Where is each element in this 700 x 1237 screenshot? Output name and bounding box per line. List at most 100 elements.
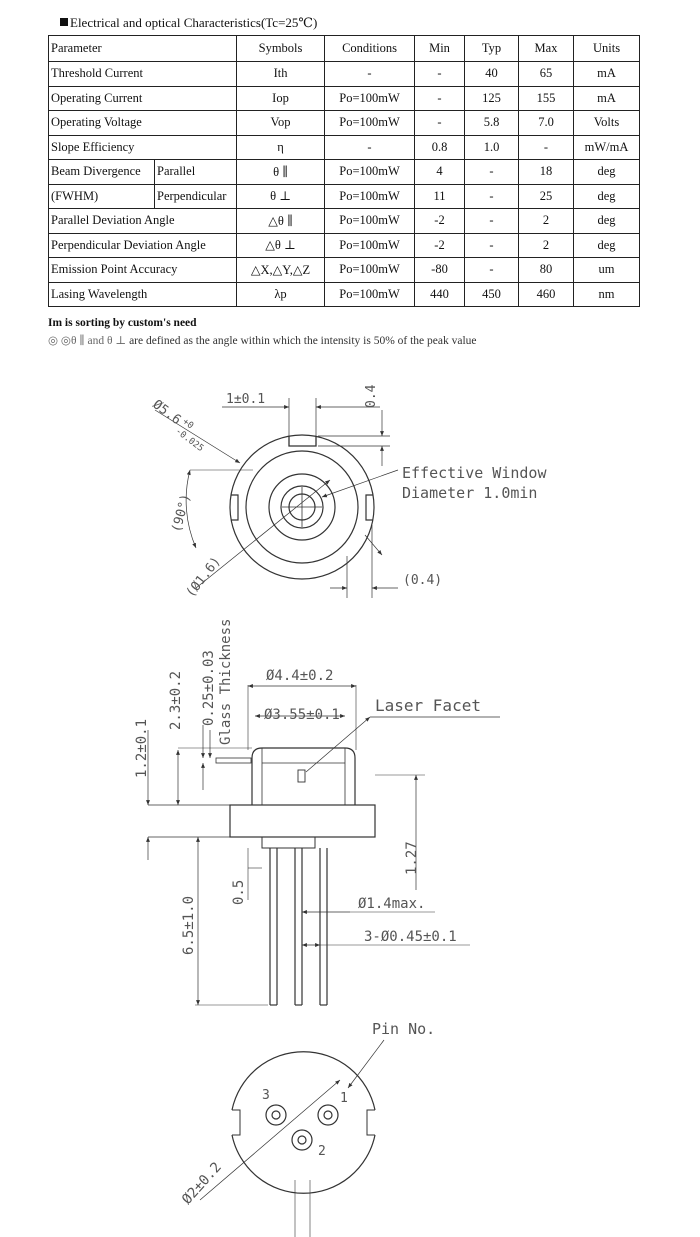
unit-cell: deg xyxy=(573,159,641,185)
dim-pin-offset: 0.5 xyxy=(231,880,247,905)
dim-outer-diameter: Ø5.6 xyxy=(150,397,184,428)
header-cell: Symbols xyxy=(236,35,326,62)
max-cell: 460 xyxy=(518,281,575,307)
table-row: Operating Voltage Vop Po=100mW - 5.8 7.0… xyxy=(47,110,641,136)
max-cell: 18 xyxy=(518,159,575,185)
top-notch xyxy=(288,436,317,447)
typ-cell: 40 xyxy=(464,61,520,87)
window-label-line1: Effective Window xyxy=(402,464,547,482)
window-circle xyxy=(280,485,324,529)
pin-3-label: 3 xyxy=(262,1088,270,1103)
sorting-note: Im is sorting by custom's need xyxy=(48,317,197,329)
pin-2-label: 2 xyxy=(318,1144,326,1159)
symbol-cell: Iop xyxy=(236,85,326,111)
conditions-cell: Po=100mW xyxy=(324,232,416,258)
dim-1-27: 1.27 xyxy=(404,841,420,875)
pin-2-outer xyxy=(291,1129,313,1151)
dim-window-diameter: Ø3.55±0.1 xyxy=(264,707,340,723)
max-cell: 65 xyxy=(518,61,575,87)
cap-circle xyxy=(245,450,359,564)
symbol-cell: η xyxy=(236,134,326,160)
parameter-cell: Lasing Wavelength xyxy=(47,281,238,307)
base-outline-bottom xyxy=(231,1134,376,1194)
top-view xyxy=(154,398,399,598)
typ-cell: - xyxy=(464,183,520,209)
typ-cell: 450 xyxy=(464,281,520,307)
pin-1-label: 1 xyxy=(340,1091,348,1106)
max-cell: 155 xyxy=(518,85,575,111)
unit-cell: mA xyxy=(573,85,641,111)
dim-pcd: Ø2±0.2 xyxy=(179,1159,225,1207)
left-notch xyxy=(231,494,239,521)
typ-cell: - xyxy=(464,159,520,185)
pin-3-outer xyxy=(265,1104,287,1126)
pin-1-outer xyxy=(317,1104,339,1126)
dim-pins: 3-Ø0.45±0.1 xyxy=(364,929,457,945)
characteristics-table: Parameter Symbols Conditions Min Typ Max… xyxy=(47,35,641,307)
dim-lead-length: 6.5±1.0 xyxy=(181,896,197,955)
conditions-cell: - xyxy=(324,61,416,87)
conditions-cell: Po=100mW xyxy=(324,85,416,111)
conditions-cell: Po=100mW xyxy=(324,281,416,307)
table-row: Beam Divergence Parallel θ ∥ Po=100mW 4 … xyxy=(48,159,641,185)
right-notch xyxy=(365,494,373,521)
symbol-cell: △θ ∥ xyxy=(236,208,326,234)
window-label-line2: Diameter 1.0min xyxy=(402,484,537,502)
dim-glass-thickness: 0.25±0.03 xyxy=(201,650,217,726)
pin-3-inner xyxy=(271,1110,281,1120)
typ-cell: 125 xyxy=(464,85,520,111)
dim-angle: (90°) xyxy=(169,492,194,534)
dim-cap-diameter: Ø4.4±0.2 xyxy=(266,668,333,684)
header-cell: Min xyxy=(414,35,466,62)
base-outline-top xyxy=(231,1051,376,1111)
laser-facet xyxy=(297,769,306,783)
dim-inner-diameter: (Ø1.6) xyxy=(183,554,224,600)
header-cell: Units xyxy=(573,35,641,62)
pin-2-inner xyxy=(297,1135,307,1145)
laser-facet-label: Laser Facet xyxy=(375,696,481,715)
table-row: Lasing Wavelength λp Po=100mW 440 450 46… xyxy=(47,281,641,307)
side-view xyxy=(146,684,500,1006)
unit-cell: deg xyxy=(573,208,641,234)
dim-height: 2.3±0.2 xyxy=(168,671,184,730)
symbol-cell: △X,△Y,△Z xyxy=(236,257,326,283)
conditions-cell: Po=100mW xyxy=(324,159,416,185)
glass-thickness-label: Glass Thickness xyxy=(218,619,234,745)
unit-cell: um xyxy=(573,257,641,283)
unit-cell: nm xyxy=(573,281,641,307)
section-heading: Electrical and optical Characteristics(T… xyxy=(60,15,317,31)
parameter-cell: (FWHM) xyxy=(48,183,155,209)
min-cell: 0.8 xyxy=(414,134,466,160)
header-cell: Max xyxy=(518,35,575,62)
dim-lead-max: Ø1.4max. xyxy=(358,896,425,912)
parameter-cell: Operating Current xyxy=(47,85,238,111)
outer-flange-circle xyxy=(229,434,375,580)
max-cell: 25 xyxy=(518,183,575,209)
dim-slot-depth: 0.4 xyxy=(364,384,379,408)
table-header-row: Parameter Symbols Conditions Min Typ Max… xyxy=(47,35,641,62)
cap-outline xyxy=(251,747,356,805)
conditions-cell: Po=100mW xyxy=(324,110,416,136)
table-row: Threshold Current Ith - - 40 65 mA xyxy=(47,61,641,87)
dim-right: (0.4) xyxy=(403,573,442,588)
dim-flange-thickness: 1.2±0.1 xyxy=(134,719,150,778)
table-row: Operating Current Iop Po=100mW - 125 155… xyxy=(47,85,641,111)
sub-parameter-cell: Parallel xyxy=(153,159,238,185)
min-cell: 440 xyxy=(414,281,466,307)
dim-slot-width: 1±0.1 xyxy=(226,392,265,407)
parameter-cell: Operating Voltage xyxy=(47,110,238,136)
conditions-cell: Po=100mW xyxy=(324,183,416,209)
parameter-cell: Threshold Current xyxy=(47,61,238,87)
table-row: Parallel Deviation Angle △θ ∥ Po=100mW -… xyxy=(47,208,641,234)
max-cell: - xyxy=(518,134,575,160)
header-cell: Parameter xyxy=(47,35,238,62)
unit-cell: mA xyxy=(573,61,641,87)
unit-cell: Volts xyxy=(573,110,641,136)
definition-text: are defined as the angle within which th… xyxy=(126,335,477,347)
bottom-view xyxy=(199,1039,385,1237)
pin-no-label: Pin No. xyxy=(372,1020,435,1038)
definition-prefix: ◎ ◎θ ∥ and θ ⊥ xyxy=(48,335,127,347)
sub-parameter-cell: Perpendicular xyxy=(153,183,238,209)
symbol-cell: Vop xyxy=(236,110,326,136)
